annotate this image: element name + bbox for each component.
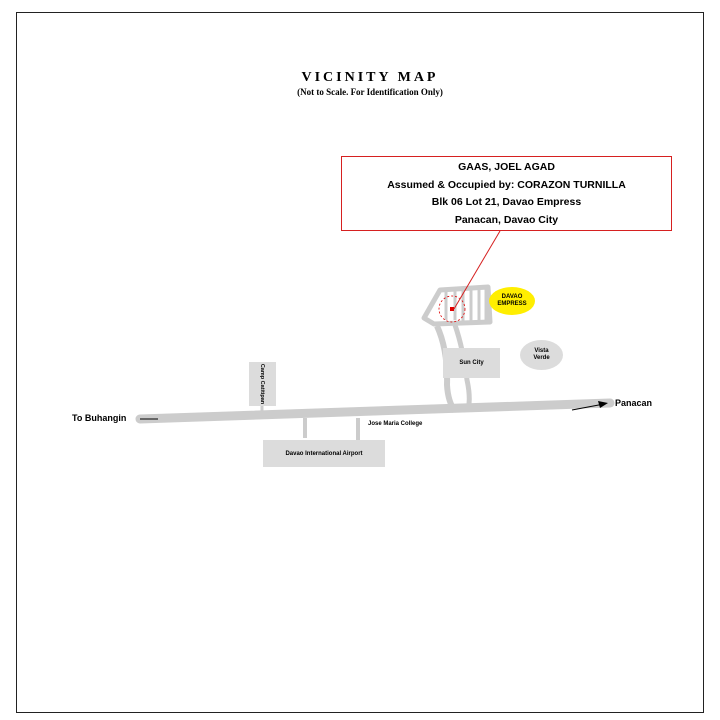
occupant: Assumed & Occupied by: CORAZON TURNILLA bbox=[387, 178, 626, 191]
subdivision-access-road-branch bbox=[452, 324, 472, 412]
subdivision-streets bbox=[444, 289, 488, 321]
airport-label: Davao International Airport bbox=[285, 450, 363, 457]
panacan-arrowhead bbox=[598, 401, 608, 408]
subject-lot-marker bbox=[450, 307, 454, 311]
subdivision-access-road bbox=[434, 324, 458, 413]
davao-empress-label-top: DAVAO bbox=[501, 294, 523, 300]
panacan-label: Panacan bbox=[615, 398, 653, 408]
subdivision-outline bbox=[421, 284, 493, 327]
main-highway bbox=[135, 398, 615, 424]
map-frame bbox=[16, 12, 704, 713]
davao-empress-label-bottom: EMPRESS bbox=[497, 301, 527, 307]
vista-verde-label-top: Vista bbox=[534, 348, 549, 354]
vista-verde-badge: Vista Verde bbox=[520, 340, 563, 370]
map-title: VICINITY MAP bbox=[301, 70, 439, 85]
camp-catitipan-block: Camp Catitipan bbox=[249, 362, 276, 406]
vista-verde-label-bottom: Verde bbox=[533, 355, 550, 361]
subject-lot-circle bbox=[438, 295, 466, 323]
to-buhangin-label: To Buhangin bbox=[72, 413, 127, 423]
davao-empress-badge: DAVAO EMPRESS bbox=[489, 287, 535, 315]
property-info-box: GAAS, JOEL AGAD Assumed & Occupied by: C… bbox=[341, 156, 672, 231]
leader-line bbox=[453, 230, 501, 310]
owner-name: GAAS, JOEL AGAD bbox=[458, 161, 555, 173]
sun-city-block: Sun City bbox=[443, 348, 500, 378]
jose-maria-college-label: Jose Maria College bbox=[368, 421, 423, 427]
city-address: Panacan, Davao City bbox=[454, 213, 559, 226]
map-subtitle: (Not to Scale. For Identification Only) bbox=[297, 87, 443, 97]
camp-catitipan-label: Camp Catitipan bbox=[259, 363, 266, 405]
sun-city-label: Sun City bbox=[459, 360, 484, 366]
panacan-arrow-line bbox=[571, 403, 605, 411]
lot-address: Blk 06 Lot 21, Davao Empress bbox=[431, 196, 582, 208]
airport-block: Davao International Airport bbox=[263, 440, 385, 467]
